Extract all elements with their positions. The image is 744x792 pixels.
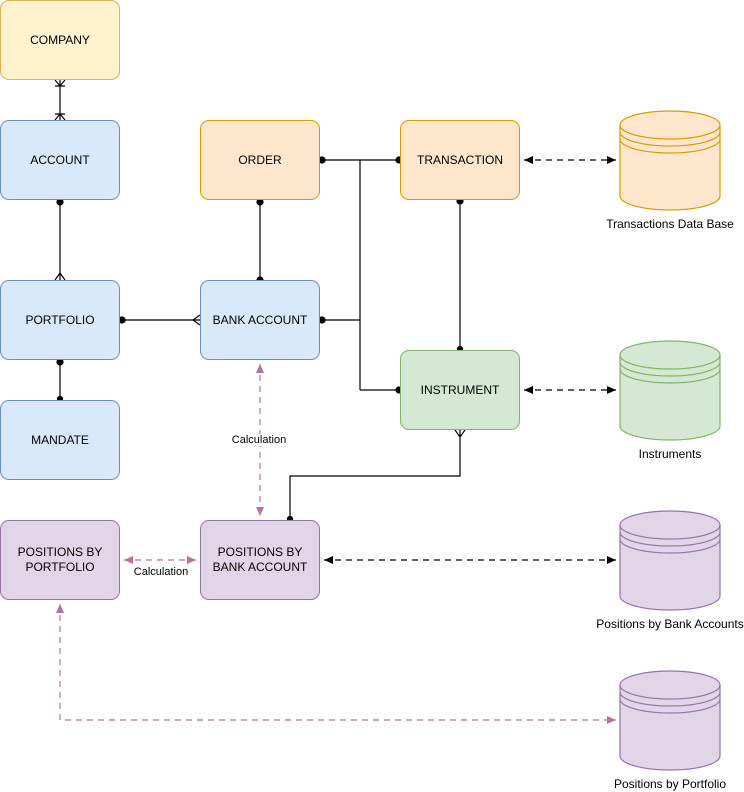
calculation-label-horizontal: Calculation bbox=[132, 566, 190, 578]
entity-account-label: ACCOUNT bbox=[30, 152, 90, 167]
db-positions-portfolio-label: Positions by Portfolio bbox=[613, 777, 727, 791]
entity-positions-by-bank-account-label: POSITIONS BY BANK ACCOUNT bbox=[212, 545, 308, 574]
crow-foot-account-top bbox=[54, 113, 66, 121]
entity-portfolio-label: PORTFOLIO bbox=[25, 312, 95, 327]
entity-company-label: COMPANY bbox=[30, 32, 90, 47]
entity-positions-by-bank-account[interactable]: POSITIONS BY BANK ACCOUNT bbox=[200, 520, 320, 600]
crow-foot-company bbox=[54, 79, 66, 87]
entity-order-label: ORDER bbox=[238, 152, 282, 167]
entity-transaction[interactable]: TRANSACTION bbox=[400, 120, 520, 200]
crow-foot-portfolio-top bbox=[54, 271, 66, 281]
database-cylinder-positions-bank-accounts[interactable] bbox=[619, 510, 723, 612]
database-cylinder-instruments[interactable] bbox=[619, 340, 723, 442]
entity-order[interactable]: ORDER bbox=[200, 120, 320, 200]
entity-portfolio[interactable]: PORTFOLIO bbox=[0, 280, 120, 360]
entity-positions-by-portfolio-label: POSITIONS BY PORTFOLIO bbox=[17, 545, 103, 574]
entity-bank-account-label: BANK ACCOUNT bbox=[212, 312, 308, 327]
entity-account[interactable]: ACCOUNT bbox=[0, 120, 120, 200]
entity-mandate-label: MANDATE bbox=[31, 432, 89, 447]
link-instrument-positions bbox=[289, 430, 461, 520]
database-cylinder-transactions[interactable] bbox=[619, 110, 723, 212]
link-positions-portfolio-db bbox=[56, 604, 616, 724]
database-cylinder-positions-portfolio[interactable] bbox=[619, 670, 723, 772]
entity-transaction-label: TRANSACTION bbox=[416, 152, 503, 167]
entity-bank-account[interactable]: BANK ACCOUNT bbox=[200, 280, 320, 360]
entity-instrument[interactable]: INSTRUMENT bbox=[400, 350, 520, 430]
crow-foot-instrument-bottom bbox=[454, 429, 466, 439]
entity-instrument-label: INSTRUMENT bbox=[420, 382, 500, 397]
db-positions-bank-accounts-label: Positions by Bank Accounts bbox=[596, 617, 744, 631]
entity-mandate[interactable]: MANDATE bbox=[0, 400, 120, 480]
db-instruments-label: Instruments bbox=[638, 447, 702, 461]
calculation-label-vertical: Calculation bbox=[230, 434, 288, 446]
db-transactions-label: Transactions Data Base bbox=[606, 217, 734, 231]
crow-foot-bankaccount-left bbox=[191, 314, 201, 326]
entity-company[interactable]: COMPANY bbox=[0, 0, 120, 80]
entity-positions-by-portfolio[interactable]: POSITIONS BY PORTFOLIO bbox=[0, 520, 120, 600]
